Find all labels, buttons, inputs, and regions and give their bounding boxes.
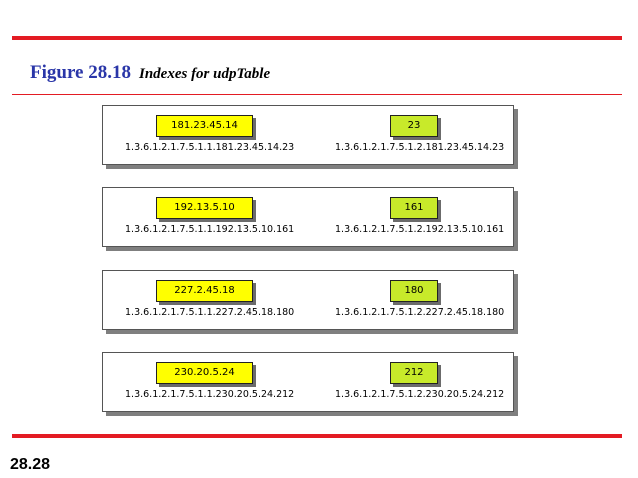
figure-caption: Indexes for udpTable bbox=[138, 66, 271, 82]
index-row: 227.2.45.18 180 1.3.6.1.2.1.7.5.1.1.227.… bbox=[102, 270, 514, 330]
address-index-oid: 1.3.6.1.2.1.7.5.1.1.192.13.5.10.161 bbox=[125, 224, 295, 235]
local-port-box: 180 bbox=[390, 280, 438, 302]
index-row: 181.23.45.14 23 1.3.6.1.2.1.7.5.1.1.181.… bbox=[102, 105, 514, 165]
address-index-oid: 1.3.6.1.2.1.7.5.1.1.230.20.5.24.212 bbox=[125, 389, 295, 400]
page-number: 28.28 bbox=[10, 456, 51, 473]
figure-number: Figure 28.18 bbox=[30, 62, 131, 83]
port-index-oid: 1.3.6.1.2.1.7.5.1.2.181.23.45.14.23 bbox=[335, 142, 505, 153]
address-index-oid: 1.3.6.1.2.1.7.5.1.1.227.2.45.18.180 bbox=[125, 307, 295, 318]
index-row: 192.13.5.10 161 1.3.6.1.2.1.7.5.1.1.192.… bbox=[102, 187, 514, 247]
local-port-box: 161 bbox=[390, 197, 438, 219]
index-row: 230.20.5.24 212 1.3.6.1.2.1.7.5.1.1.230.… bbox=[102, 352, 514, 412]
bottom-rule bbox=[12, 434, 622, 438]
local-address-box: 192.13.5.10 bbox=[156, 197, 253, 219]
port-index-oid: 1.3.6.1.2.1.7.5.1.2.227.2.45.18.180 bbox=[335, 307, 505, 318]
address-index-oid: 1.3.6.1.2.1.7.5.1.1.181.23.45.14.23 bbox=[125, 142, 295, 153]
local-port-box: 23 bbox=[390, 115, 438, 137]
local-address-box: 230.20.5.24 bbox=[156, 362, 253, 384]
port-index-oid: 1.3.6.1.2.1.7.5.1.2.192.13.5.10.161 bbox=[335, 224, 505, 235]
title-underline-rule bbox=[12, 94, 622, 95]
figure-title: Figure 28.18 Indexes for udpTable bbox=[30, 62, 270, 84]
top-rule bbox=[12, 36, 622, 40]
port-index-oid: 1.3.6.1.2.1.7.5.1.2.230.20.5.24.212 bbox=[335, 389, 505, 400]
local-port-box: 212 bbox=[390, 362, 438, 384]
local-address-box: 181.23.45.14 bbox=[156, 115, 253, 137]
local-address-box: 227.2.45.18 bbox=[156, 280, 253, 302]
